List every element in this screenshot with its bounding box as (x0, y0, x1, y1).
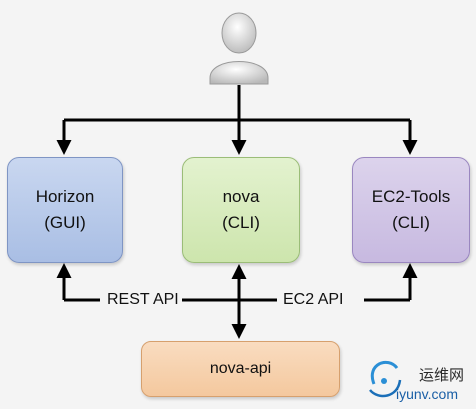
nova-cli-box: nova (CLI) (182, 157, 300, 263)
horizon-title: Horizon (35, 187, 95, 206)
ec2-tools-cli-box: EC2-Tools (CLI) (352, 157, 470, 263)
horizon-subtitle: (GUI) (44, 213, 86, 232)
watermark-url: iyunv.com (396, 386, 458, 402)
ec2-api-label: EC2 API (280, 290, 347, 310)
user-silhouette-icon (209, 12, 269, 85)
nova-api-label: nova-api (209, 360, 272, 377)
watermark-logo (369, 361, 402, 398)
watermark-site-name: 运维网 (419, 367, 465, 384)
nova-title: nova (222, 187, 260, 206)
horizon-gui-box: Horizon (GUI) (7, 157, 123, 263)
rest-api-label: REST API (104, 290, 182, 310)
api-connectors (56, 263, 418, 339)
nova-api-box: nova-api (141, 341, 340, 397)
ec2-tools-title: EC2-Tools (371, 187, 451, 206)
ec2-tools-subtitle: (CLI) (392, 213, 430, 232)
user-connector (56, 85, 418, 155)
nova-subtitle: (CLI) (222, 213, 260, 232)
